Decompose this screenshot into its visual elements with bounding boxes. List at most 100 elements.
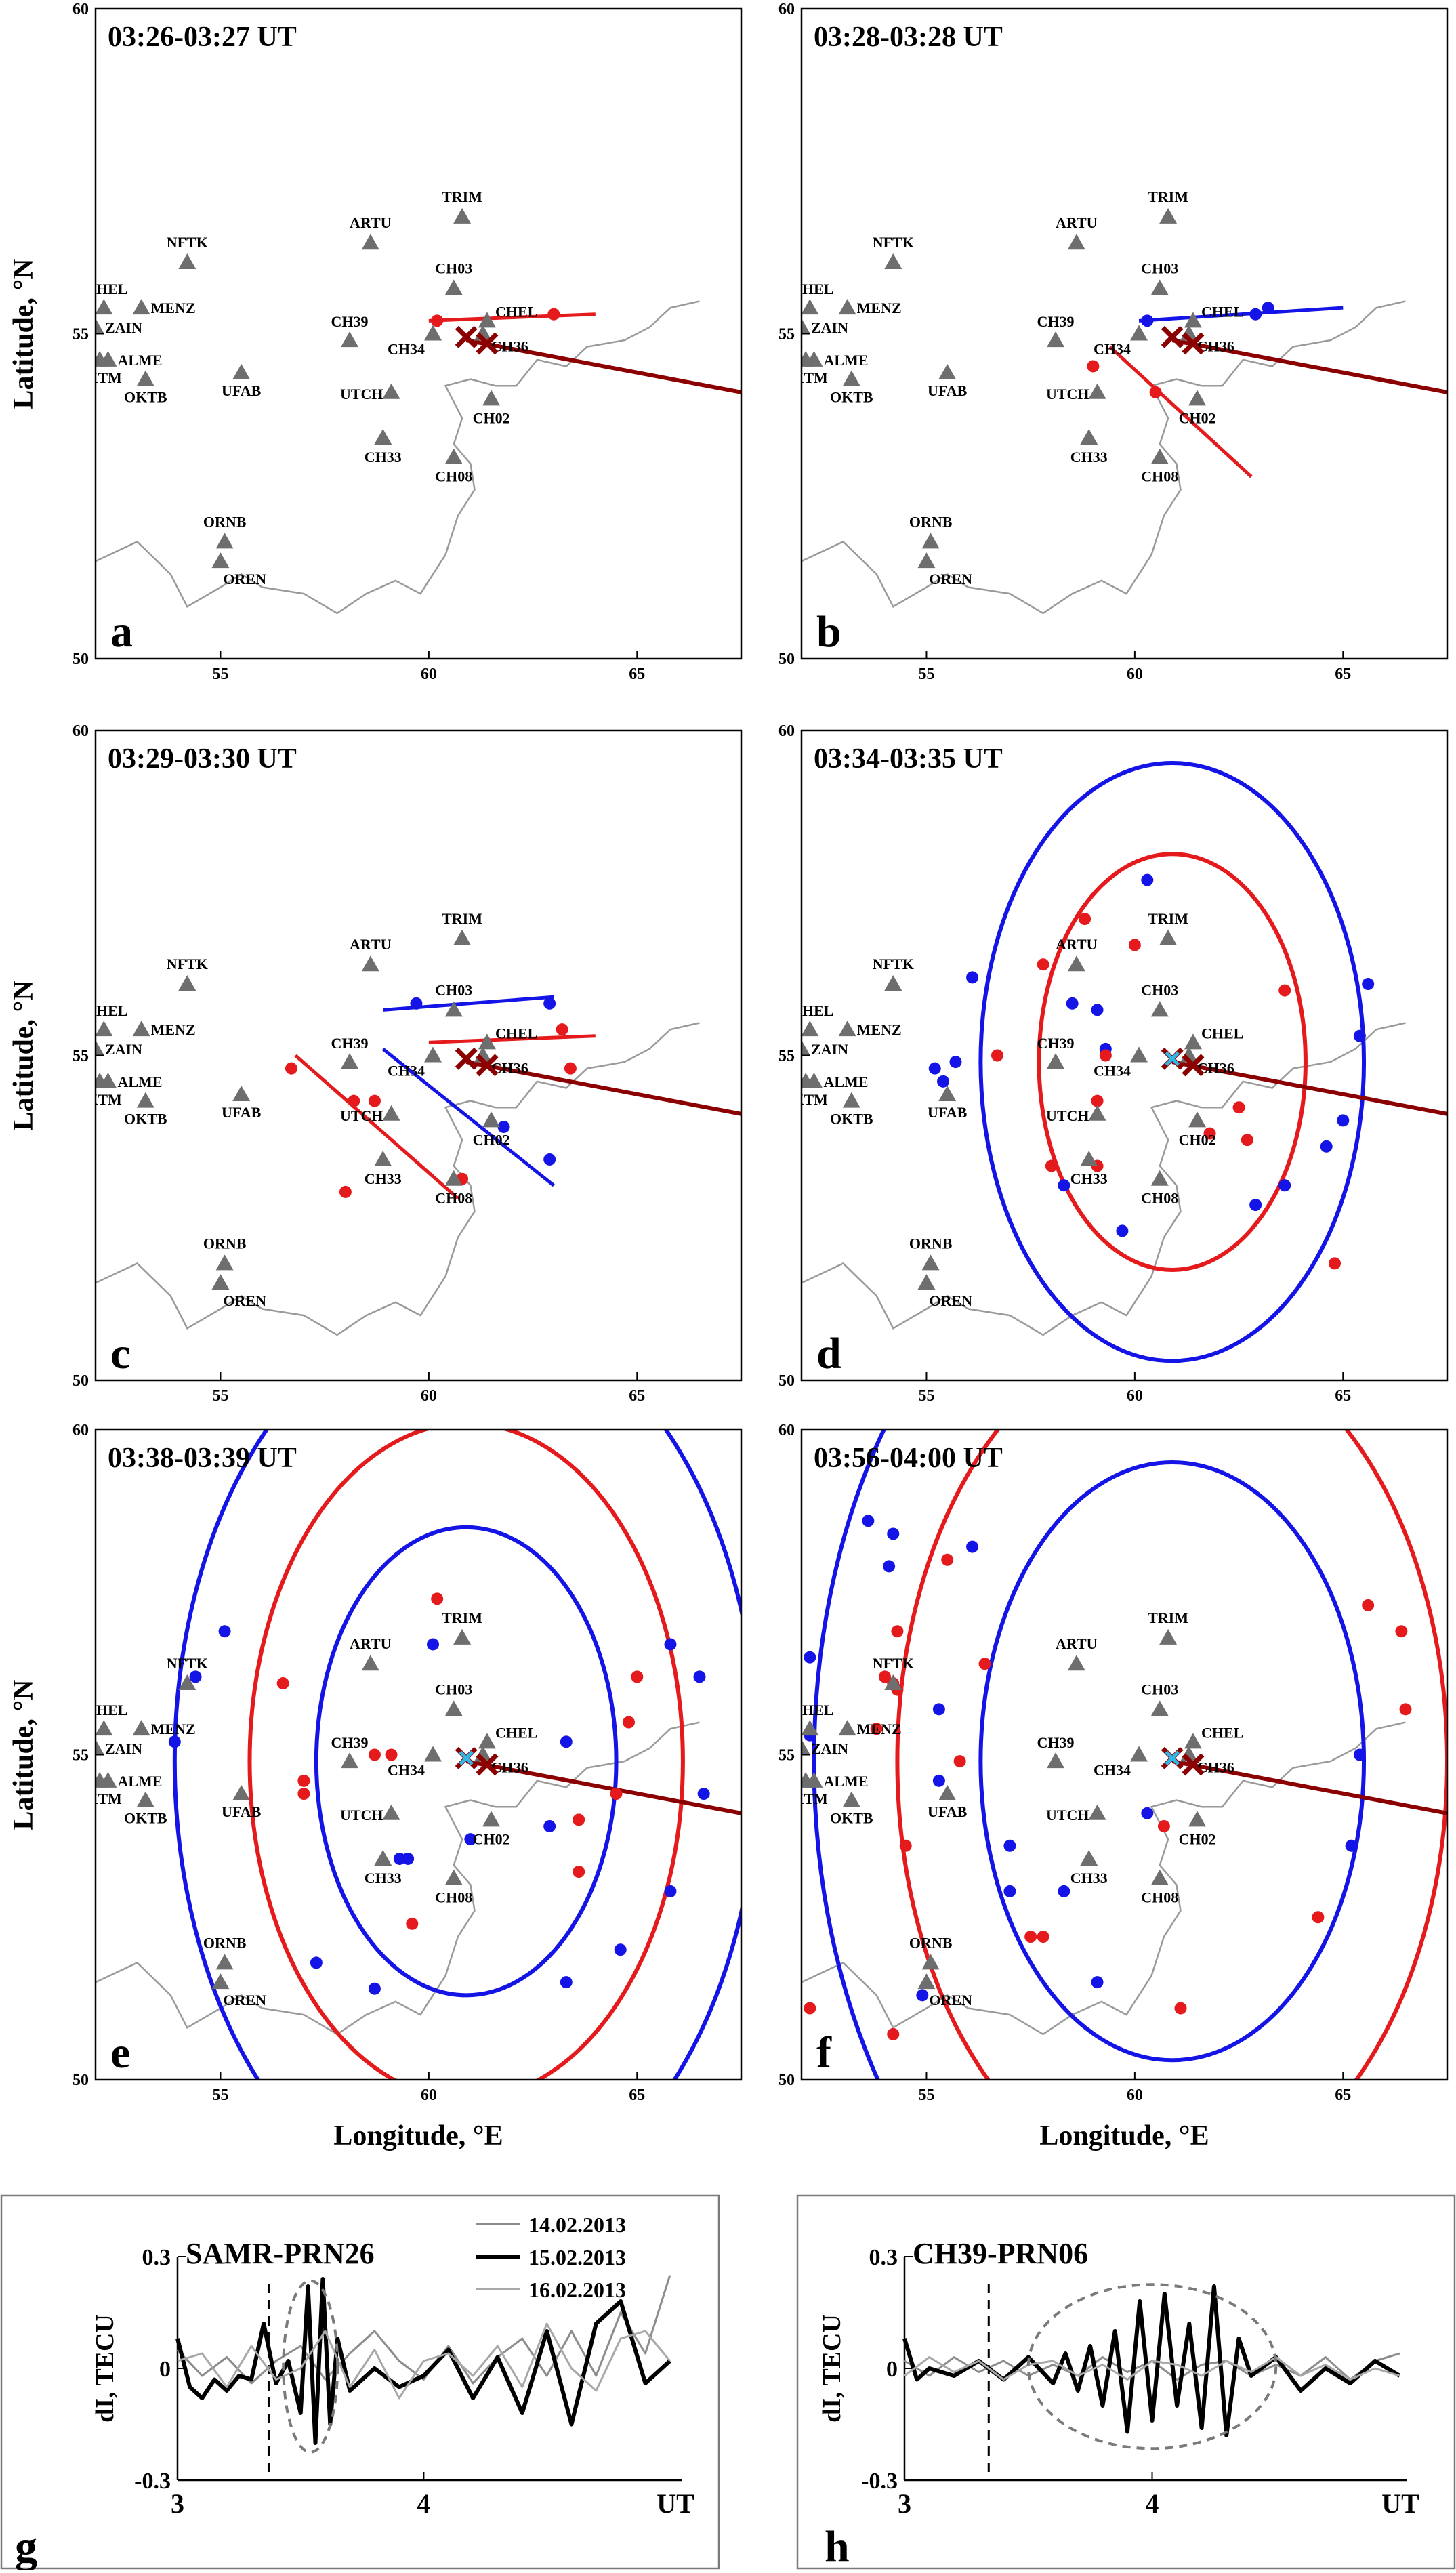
station-label: MKTM bbox=[778, 369, 828, 386]
station-marker bbox=[802, 318, 810, 334]
station-label: MKTM bbox=[72, 1091, 122, 1108]
station-label: UTCH bbox=[1046, 386, 1089, 403]
station-marker bbox=[453, 1628, 472, 1645]
sip-point bbox=[804, 1651, 816, 1664]
station-marker bbox=[136, 1092, 154, 1108]
panel-title: 03:56-04:00 UT bbox=[814, 1443, 1003, 1474]
station-marker bbox=[96, 1739, 104, 1755]
station-label: CHEL bbox=[1201, 1724, 1243, 1741]
station-label: OKTB bbox=[830, 389, 873, 406]
meteor-trajectory bbox=[465, 1060, 741, 1116]
sip-point bbox=[1099, 1049, 1112, 1062]
y-tick-label: 0.3 bbox=[142, 2245, 171, 2270]
station-marker bbox=[1184, 1033, 1202, 1050]
panel-title: 03:29-03:30 UT bbox=[108, 743, 297, 775]
sip-point bbox=[887, 1527, 900, 1540]
x-tick-label: 4 bbox=[1146, 2488, 1159, 2519]
panel-letter: b bbox=[816, 607, 841, 657]
sip-point bbox=[431, 1592, 444, 1605]
station-label: MENZ bbox=[857, 1021, 902, 1038]
station-label: CH03 bbox=[435, 981, 472, 998]
station-marker bbox=[178, 1674, 196, 1691]
sip-point bbox=[1278, 984, 1291, 997]
map-frame bbox=[800, 729, 1449, 1382]
x-tick-label: 60 bbox=[1127, 665, 1143, 683]
sip-point bbox=[1362, 1599, 1375, 1611]
station-label: NFTK bbox=[873, 955, 914, 972]
sip-point bbox=[1045, 1159, 1058, 1172]
station-marker bbox=[96, 318, 104, 334]
y-tick-label: 0 bbox=[159, 2357, 171, 2382]
station-label: NFTK bbox=[167, 1655, 208, 1672]
station-label: UFAB bbox=[928, 1104, 968, 1121]
x-tick-label: 55 bbox=[212, 665, 228, 683]
station-label: OREN bbox=[223, 1292, 266, 1309]
meteor-trajectory bbox=[465, 1759, 741, 1815]
sip-point bbox=[431, 314, 444, 327]
sip-point bbox=[402, 1852, 415, 1865]
station-marker bbox=[453, 929, 472, 945]
station-label: CH34 bbox=[1094, 1762, 1131, 1779]
station-marker bbox=[374, 428, 392, 445]
sip-point bbox=[339, 1185, 352, 1198]
station-label: UTCH bbox=[340, 1107, 383, 1124]
station-label: CH03 bbox=[1141, 260, 1178, 276]
wavefront-circle bbox=[247, 1430, 685, 2080]
x-tick-label: 60 bbox=[421, 2086, 437, 2104]
y-tick-label: 55 bbox=[72, 1048, 89, 1065]
station-marker bbox=[842, 370, 860, 386]
y-tick-label: 55 bbox=[778, 326, 795, 344]
station-label: CH39 bbox=[331, 1734, 369, 1751]
station-label: UFAB bbox=[222, 382, 262, 399]
impact-x-marker bbox=[455, 1047, 478, 1070]
station-label: OKTB bbox=[830, 1111, 873, 1128]
x-tick-label: 65 bbox=[629, 2086, 645, 2104]
station-marker bbox=[1080, 1849, 1098, 1866]
station-label: CH34 bbox=[388, 1762, 425, 1779]
station-marker bbox=[938, 364, 957, 380]
y-tick-label: -0.3 bbox=[861, 2469, 898, 2494]
x-tick-label: 65 bbox=[1335, 665, 1351, 683]
station-label: MENZ bbox=[151, 300, 196, 316]
impact-x-marker bbox=[476, 1054, 499, 1077]
sip-point bbox=[631, 1670, 644, 1683]
station-label: MKTM bbox=[72, 1790, 122, 1807]
sip-point bbox=[368, 1982, 381, 1995]
station-marker bbox=[96, 1720, 113, 1736]
station-marker bbox=[1067, 234, 1085, 250]
sip-point bbox=[1320, 1140, 1333, 1153]
station-label: ALME bbox=[823, 1773, 868, 1790]
front-line bbox=[1138, 306, 1344, 323]
panel-letter: g bbox=[15, 2522, 37, 2570]
wavefront-circle bbox=[978, 760, 1367, 1363]
station-label: ARTU bbox=[1056, 214, 1098, 231]
station-label: ORNB bbox=[203, 513, 247, 530]
panel-letter: h bbox=[825, 2522, 850, 2570]
station-marker bbox=[341, 331, 359, 348]
sip-point bbox=[1079, 913, 1091, 926]
sip-point bbox=[862, 1515, 875, 1527]
station-label: NFTK bbox=[873, 234, 914, 251]
station-marker bbox=[1150, 1869, 1169, 1885]
impact-x-marker bbox=[1182, 332, 1205, 355]
y-axis-label: Latitude, °N bbox=[8, 1679, 39, 1830]
station-marker bbox=[482, 1111, 501, 1128]
station-label: CH02 bbox=[473, 1131, 510, 1148]
sip-point bbox=[1149, 386, 1162, 398]
station-marker bbox=[1130, 325, 1148, 341]
y-tick-label: 55 bbox=[778, 1048, 795, 1065]
sip-point bbox=[285, 1062, 297, 1075]
panel-letter: d bbox=[816, 1329, 841, 1378]
station-label: CH03 bbox=[1141, 981, 1178, 998]
front-line bbox=[1108, 345, 1253, 478]
sip-point bbox=[937, 1075, 950, 1088]
station-label: OREN bbox=[223, 571, 266, 588]
sip-point bbox=[693, 1670, 706, 1683]
sip-point bbox=[543, 1819, 556, 1832]
x-tick-label: 60 bbox=[421, 665, 437, 683]
sip-point bbox=[932, 1774, 945, 1787]
sip-point bbox=[1037, 958, 1049, 971]
station-label: CH03 bbox=[1141, 1681, 1178, 1697]
map-frame bbox=[94, 729, 743, 1382]
